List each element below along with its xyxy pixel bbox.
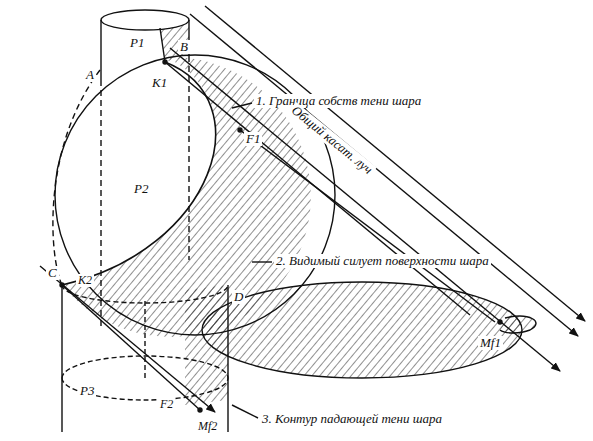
- point-label: Mf2: [196, 420, 219, 433]
- point-label: K1: [150, 76, 169, 90]
- callout-text: 3. Контур падающей тени шара: [260, 412, 444, 426]
- point-label: P2: [132, 182, 150, 196]
- point-label: Mf1: [478, 336, 503, 350]
- callout-text: 2. Видимый силует поверхности шара: [274, 254, 491, 268]
- point-label: F2: [158, 398, 175, 411]
- point-label: P3: [78, 384, 96, 398]
- point-label: F1: [244, 132, 262, 146]
- point-label: B: [178, 40, 190, 54]
- point-label: A: [84, 68, 96, 82]
- point-label: P1: [128, 36, 146, 50]
- callout-text: 1. Граница собств тени шара: [254, 94, 423, 108]
- point-label: C: [46, 266, 59, 280]
- point-label: D: [232, 290, 245, 304]
- point-label: K2: [76, 274, 94, 287]
